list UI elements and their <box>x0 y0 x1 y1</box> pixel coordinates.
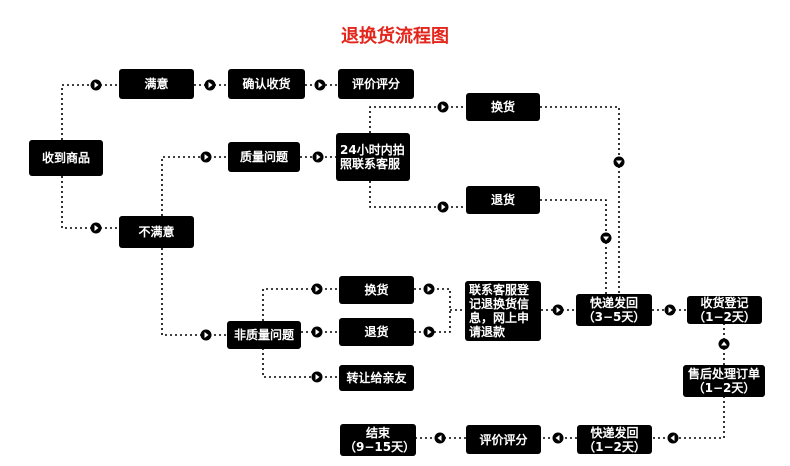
node-express-return: 快递发回 （3−5天） <box>576 294 652 326</box>
node-exchange-top: 换货 <box>466 93 540 121</box>
connector-contact-return <box>369 181 440 208</box>
diagram-title: 退换货流程图 <box>341 26 449 47</box>
arrow-marker-exchange-top <box>437 101 449 113</box>
arrow-marker-rate-bottom <box>552 432 564 444</box>
connector-return-express <box>540 199 607 233</box>
node-exchange-bottom: 换货 <box>339 276 414 304</box>
node-non-quality-issue: 非质量问题 <box>227 321 301 349</box>
arrow-marker-quality <box>200 151 212 163</box>
node-rate-top: 评价评分 <box>338 69 414 99</box>
arrow-marker-from-return <box>423 326 435 338</box>
arrow-marker-exchange-bottom <box>311 283 323 295</box>
connector-bracket-register <box>432 288 451 333</box>
node-quality-issue: 质量问题 <box>228 142 300 172</box>
node-after-sales: 售后处理订单 （1−2天） <box>683 365 765 397</box>
node-register-online: 联系客服登 记退换货信 息，网上申 请退款 <box>465 281 541 341</box>
node-unsatisfied: 不满意 <box>119 216 194 248</box>
arrow-marker-transfer <box>311 371 323 383</box>
arrow-marker-return-bottom <box>311 326 323 338</box>
arrow-marker-rate-top <box>314 79 326 91</box>
node-satisfied: 满意 <box>119 69 194 99</box>
arrow-marker-from-exchange <box>423 283 435 295</box>
node-receipt-register: 收货登记 （1−2天） <box>687 296 762 324</box>
arrow-marker-satisfied <box>90 79 102 91</box>
arrow-marker-down-exchange <box>613 156 625 168</box>
arrow-marker-up-after <box>718 338 730 350</box>
node-express-back: 快递发回 （1−2天） <box>577 425 652 454</box>
connector-nq-exchange <box>262 288 313 321</box>
node-return-top: 退货 <box>466 186 540 214</box>
node-receive-goods: 收到商品 <box>29 140 103 176</box>
arrow-marker-down-return <box>600 232 612 244</box>
node-transfer-to-friends: 转让给亲友 <box>339 365 414 391</box>
connector-unsat-quality <box>161 156 203 216</box>
connector-exchange-express <box>540 106 620 158</box>
connector-after-expressback <box>677 396 725 439</box>
connector-receive-unsatisfied <box>61 176 93 229</box>
connector-unsat-nonquality <box>161 248 203 336</box>
node-contact-24h: 24小时内拍 照联系客服 <box>336 133 410 181</box>
arrow-marker-confirm <box>204 79 216 91</box>
arrow-marker-nonquality <box>200 329 212 341</box>
node-end: 结束 （9−15天） <box>340 424 416 456</box>
arrow-marker-receipt <box>664 304 676 316</box>
arrow-marker-contact <box>312 151 324 163</box>
node-return-bottom: 退货 <box>339 318 414 346</box>
arrow-marker-expressback <box>667 432 679 444</box>
arrow-marker-end <box>434 432 446 444</box>
connector-contact-exchange <box>369 106 440 133</box>
node-rate-bottom: 评价评分 <box>466 425 541 454</box>
arrow-marker-register-out <box>552 304 564 316</box>
arrow-marker-return-top <box>437 201 449 213</box>
connector-nq-transfer <box>262 348 313 378</box>
node-confirm-receipt: 确认收货 <box>228 69 305 99</box>
connector-receive-satisfied <box>61 84 93 140</box>
arrow-marker-unsatisfied <box>90 222 102 234</box>
